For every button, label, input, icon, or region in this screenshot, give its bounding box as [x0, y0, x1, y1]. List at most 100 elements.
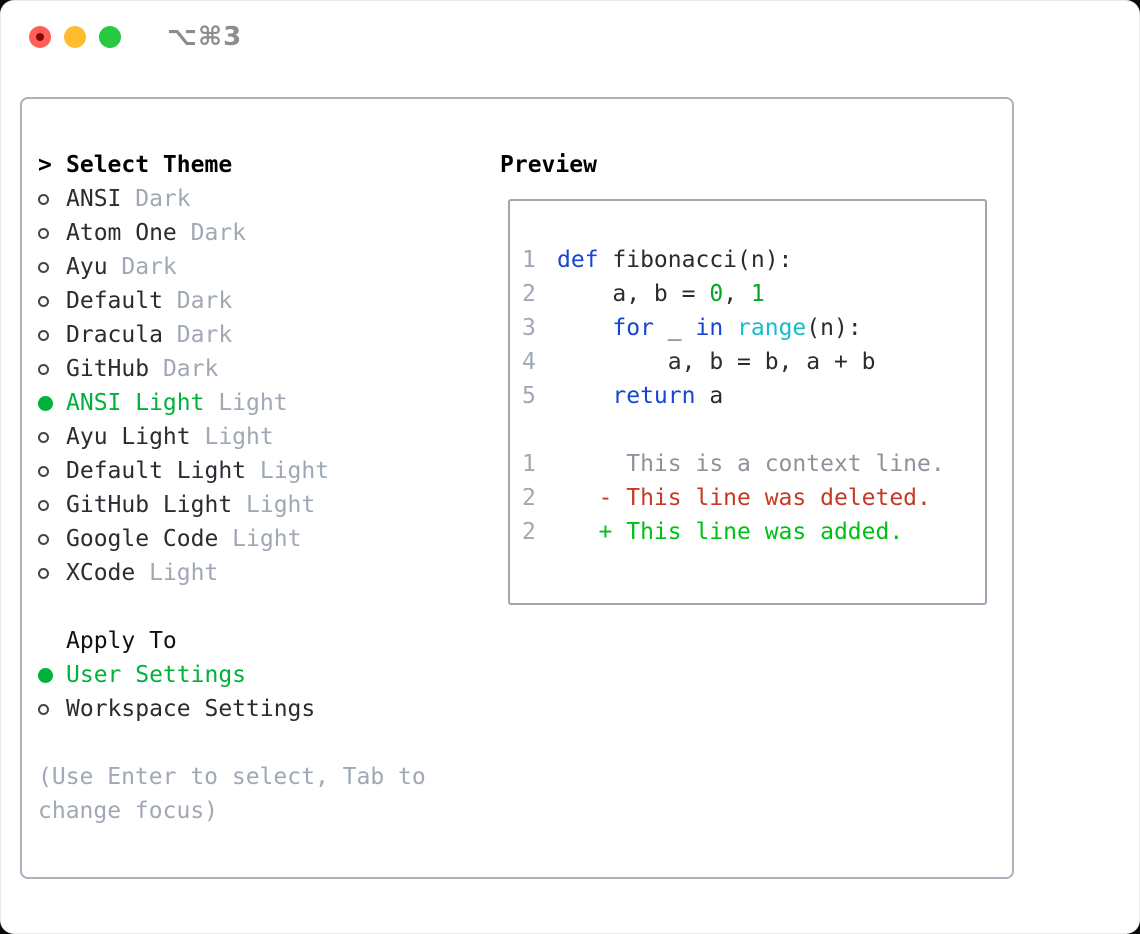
radio-unselected-icon [38, 329, 49, 341]
code-segment [557, 383, 612, 409]
code-line: 2 a, b = 0, 1 [522, 277, 985, 311]
code-segment: fibonacci(n): [598, 247, 793, 273]
code-line: 4 a, b = b, a + b [522, 345, 985, 379]
radio-unselected-icon [38, 567, 49, 579]
code-segment: a, b = [557, 281, 710, 307]
window-title-shortcut: ⌥⌘3 [167, 22, 243, 52]
apply-to-heading: Apply To [66, 628, 177, 654]
radio-unselected-icon [38, 465, 49, 477]
radio-selected-icon [38, 395, 53, 411]
theme-name: ANSI Light [66, 390, 205, 416]
theme-name: Default [66, 288, 163, 314]
help-text-line-2: change focus) [38, 798, 219, 824]
theme-variant: Dark [176, 220, 247, 246]
theme-option-ayu-light[interactable]: Ayu Light Light [38, 420, 426, 454]
code-segment: - This line was deleted. [557, 485, 931, 511]
code-line: 5 return a [522, 379, 985, 413]
code-segment: a [695, 383, 724, 409]
select-theme-heading-row: > Select Theme [38, 148, 426, 182]
theme-option-default-light[interactable]: Default Light Light [38, 454, 426, 488]
theme-variant: Light [232, 492, 316, 518]
code-segment: (n): [806, 315, 862, 341]
code-segment: + This line was added. [557, 519, 904, 545]
radio-unselected-icon [38, 295, 49, 307]
theme-name: Default Light [66, 458, 247, 484]
theme-variant: Light [218, 526, 302, 552]
theme-variant: Dark [162, 288, 233, 314]
theme-name: Ayu [66, 254, 108, 280]
theme-variant: Dark [162, 322, 233, 348]
theme-option-ansi[interactable]: ANSI Dark [38, 182, 426, 216]
theme-option-dracula[interactable]: Dracula Dark [38, 318, 426, 352]
code-line: 3 for _ in range(n): [522, 311, 985, 345]
apply-option-user-settings[interactable]: User Settings [38, 658, 426, 692]
theme-variant: Dark [107, 254, 177, 280]
theme-name: Ayu Light [66, 424, 191, 450]
line-number: 1 [522, 451, 536, 477]
radio-unselected-icon [38, 499, 49, 511]
radio-unselected-icon [38, 703, 49, 715]
tui-panel [20, 97, 1014, 879]
select-theme-heading: Select Theme [66, 152, 233, 178]
line-number: 3 [522, 315, 536, 341]
apply-option-workspace-settings[interactable]: Workspace Settings [38, 692, 426, 726]
apply-option-label: Workspace Settings [66, 696, 316, 722]
theme-name: Atom One [66, 220, 177, 246]
code-segment [557, 315, 612, 341]
code-segment: for [612, 315, 654, 341]
code-line: 1 This is a context line. [522, 447, 985, 481]
theme-variant: Light [246, 458, 330, 484]
theme-option-default[interactable]: Default Dark [38, 284, 426, 318]
theme-option-ansi-light[interactable]: ANSI Light Light [38, 386, 426, 420]
focus-marker-icon: > [38, 152, 52, 178]
theme-variant: Dark [121, 186, 191, 212]
close-button[interactable] [29, 26, 51, 48]
code-segment: range [737, 315, 807, 341]
code-line [522, 413, 985, 447]
code-segment: , [723, 281, 751, 307]
theme-option-github[interactable]: GitHub Dark [38, 352, 426, 386]
zoom-button[interactable] [99, 26, 121, 48]
theme-name: GitHub [66, 356, 150, 382]
minimize-button[interactable] [64, 26, 86, 48]
line-number: 2 [522, 281, 536, 307]
code-segment: 0 [709, 281, 724, 307]
theme-option-atom-one[interactable]: Atom One Dark [38, 216, 426, 250]
apply-option-label: User Settings [66, 662, 247, 688]
theme-name: ANSI [66, 186, 122, 212]
radio-unselected-icon [38, 227, 49, 239]
code-segment: def [557, 247, 599, 273]
radio-selected-icon [38, 667, 53, 683]
theme-option-ayu[interactable]: Ayu Dark [38, 250, 426, 284]
code-segment: return [612, 383, 696, 409]
theme-variant: Light [190, 424, 274, 450]
theme-option-xcode[interactable]: XCode Light [38, 556, 426, 590]
code-segment [723, 315, 737, 341]
apply-to-heading-row: Apply To [38, 624, 426, 658]
code-segment: _ [653, 315, 696, 341]
line-number: 1 [522, 247, 536, 273]
code-segment: This is a context line. [557, 451, 945, 477]
theme-name: XCode [66, 560, 136, 586]
theme-variant: Light [204, 390, 288, 416]
line-number: 2 [522, 519, 536, 545]
line-number: 4 [522, 349, 536, 375]
radio-unselected-icon [38, 363, 49, 375]
code-line: 2 + This line was added. [522, 515, 985, 549]
radio-unselected-icon [38, 431, 49, 443]
theme-name: GitHub Light [66, 492, 233, 518]
theme-name: Dracula [66, 322, 163, 348]
theme-option-google-code[interactable]: Google Code Light [38, 522, 426, 556]
theme-name: Google Code [66, 526, 219, 552]
theme-option-github-light[interactable]: GitHub Light Light [38, 488, 426, 522]
line-number: 5 [522, 383, 536, 409]
help-text-line-1: (Use Enter to select, Tab to [38, 764, 426, 790]
radio-unselected-icon [38, 193, 49, 205]
line-number: 2 [522, 485, 536, 511]
